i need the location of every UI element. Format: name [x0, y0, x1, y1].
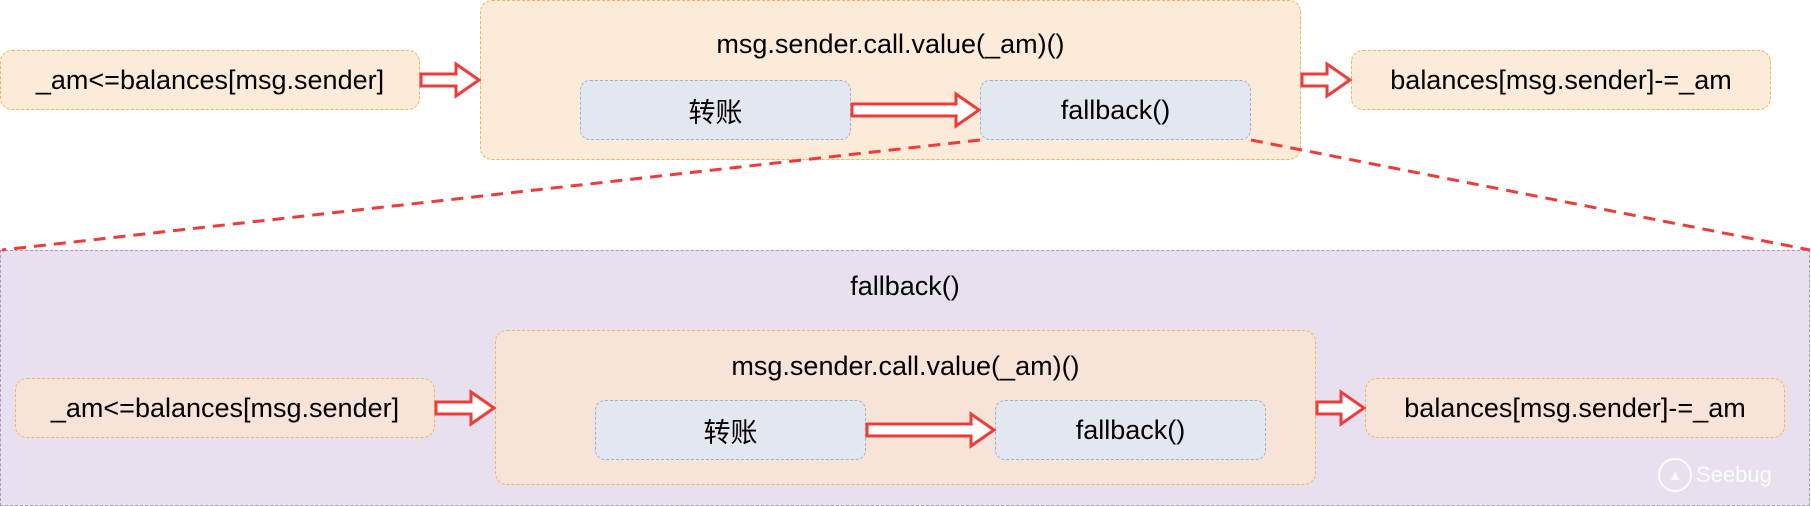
top-fallback-node: fallback() [980, 80, 1251, 140]
arrow-top-call-to-update [1300, 61, 1353, 99]
expanded-update-balance-label: balances[msg.sender]-=_am [1404, 392, 1746, 423]
expanded-fallback-label: fallback() [1075, 414, 1186, 445]
expanded-transfer-node: 转账 [595, 400, 866, 460]
top-call-value-title: msg.sender.call.value(_am)() [716, 29, 1065, 59]
top-transfer-label: 转账 [688, 97, 743, 128]
top-update-balance-node: balances[msg.sender]-=_am [1351, 50, 1771, 110]
expanded-check-balance-label: _am<=balances[msg.sender] [50, 392, 400, 423]
seebug-watermark-text: Seebug [1696, 462, 1772, 487]
top-update-balance-label: balances[msg.sender]-=_am [1390, 64, 1732, 95]
top-fallback-label: fallback() [1060, 94, 1171, 125]
zoom-line-right [1250, 138, 1811, 252]
expanded-fallback-node: fallback() [995, 400, 1266, 460]
top-check-balance-label: _am<=balances[msg.sender] [35, 64, 385, 95]
expanded-update-balance-node: balances[msg.sender]-=_am [1365, 378, 1785, 438]
top-check-balance-node: _am<=balances[msg.sender] [0, 50, 420, 110]
expanded-transfer-label: 转账 [703, 417, 758, 448]
top-transfer-node: 转账 [580, 80, 851, 140]
arrow-top-check-to-call [419, 61, 482, 99]
seebug-watermark: ▲ Seebug [1658, 458, 1772, 492]
seebug-logo-icon: ▲ [1658, 458, 1692, 492]
expanded-fallback-title: fallback() [850, 271, 960, 301]
expanded-call-value-title: msg.sender.call.value(_am)() [731, 351, 1080, 381]
expanded-check-balance-node: _am<=balances[msg.sender] [15, 378, 435, 438]
